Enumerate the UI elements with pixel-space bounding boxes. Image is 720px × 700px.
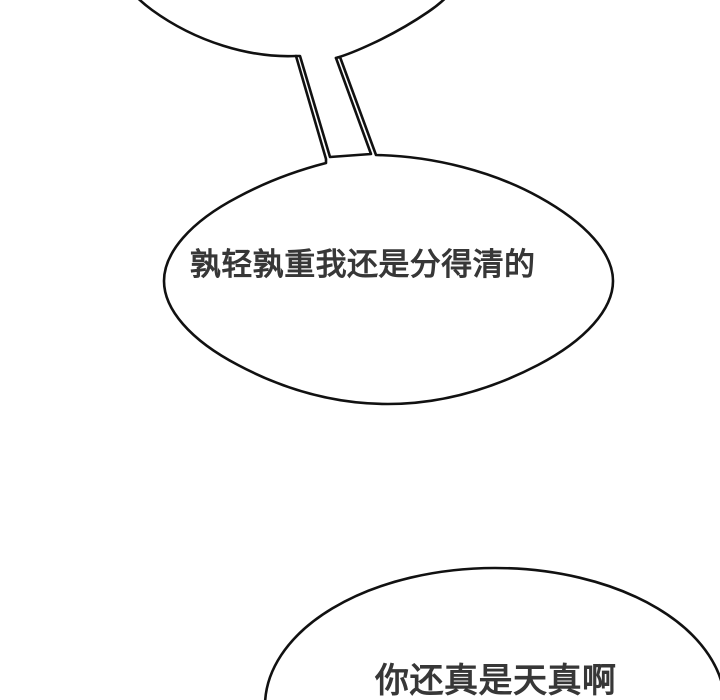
lower-balloon-outline: [263, 566, 720, 700]
lower-balloon-group: [263, 566, 720, 700]
main-balloon-text: 孰轻孰重我还是分得清的: [190, 247, 536, 283]
lower-balloon-text: 你还真是天真啊: [375, 661, 617, 700]
upper-balloon-outline: [137, 0, 446, 60]
main-balloon-group: [162, 54, 615, 406]
main-balloon-outline: [162, 54, 615, 406]
upper-balloon-group: [137, 0, 446, 60]
